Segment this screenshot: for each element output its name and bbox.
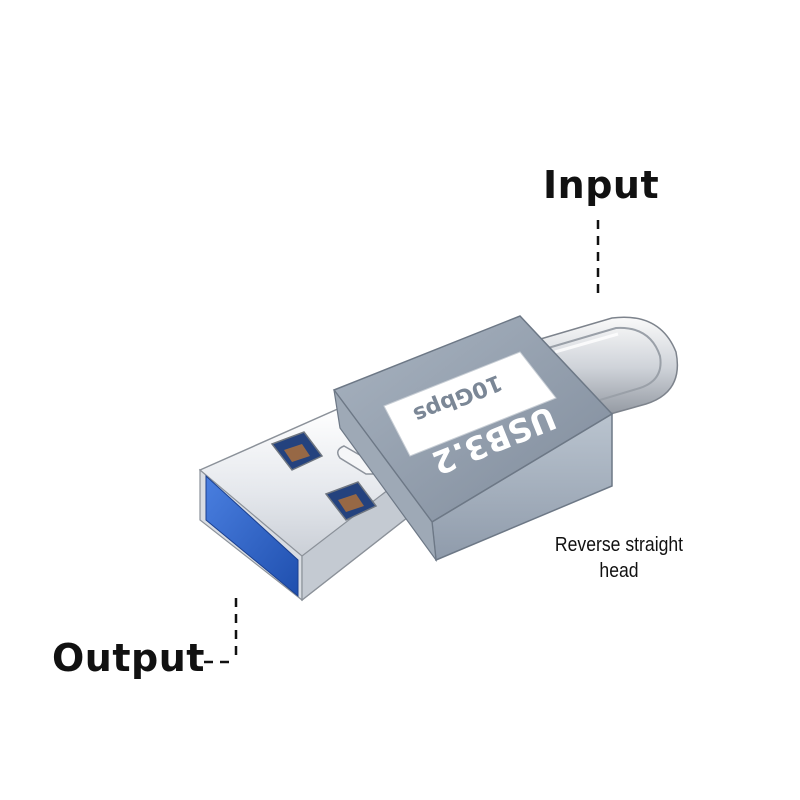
usb-a-window-bottom	[324, 481, 378, 521]
feature-caption-line2: head	[599, 560, 639, 582]
input-label: Input	[543, 163, 660, 207]
adapter-casing: USB3.2 10Gbps	[332, 315, 614, 563]
feature-caption-line1: Reverse straight	[554, 534, 684, 556]
output-label: Output	[52, 636, 205, 680]
usb-a-window-top	[270, 431, 324, 471]
feature-caption: Reverse straight head	[546, 532, 692, 584]
usb-c-plug	[518, 316, 679, 419]
